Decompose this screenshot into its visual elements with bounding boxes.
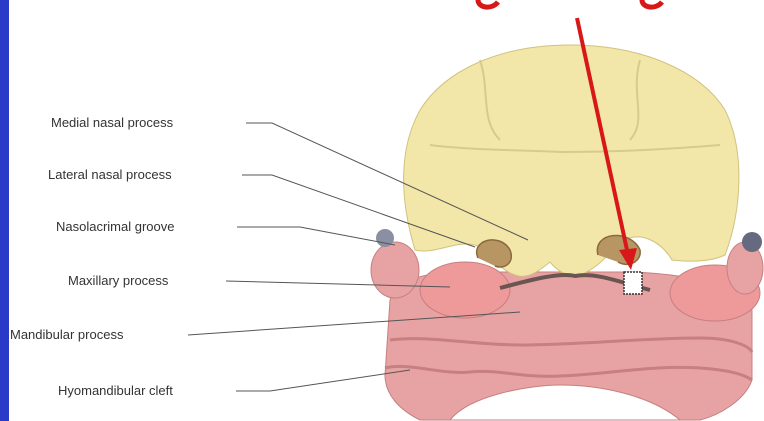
label-lateral-nasal-process: Lateral nasal process (48, 167, 172, 182)
leader-hyomandibular (236, 370, 410, 391)
label-maxillary-process: Maxillary process (68, 273, 168, 288)
leader-nasolacrimal (237, 227, 395, 245)
side-lobe-left (371, 242, 419, 298)
label-medial-nasal-process: Medial nasal process (51, 115, 173, 130)
cropped-red-text-left (478, 0, 498, 7)
maxillary-left (420, 262, 510, 318)
label-hyomandibular-cleft: Hyomandibular cleft (58, 383, 173, 398)
highlight-box (624, 272, 642, 294)
eye-right (742, 232, 762, 252)
frontonasal-region (404, 45, 739, 276)
cropped-red-text-right (642, 0, 662, 7)
label-mandibular-process: Mandibular process (10, 327, 123, 342)
label-nasolacrimal-groove: Nasolacrimal groove (56, 219, 175, 234)
